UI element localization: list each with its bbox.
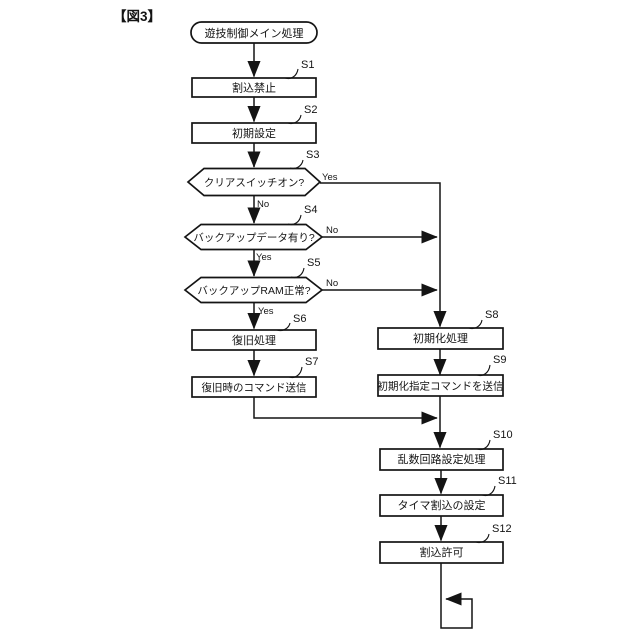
step-s8-tag: S8	[485, 309, 498, 321]
edge-s3-yes-to-s8	[320, 182, 447, 328]
step-s4-tag: S4	[304, 204, 317, 216]
leader-s11	[481, 485, 496, 497]
step-s5-decision	[183, 276, 324, 304]
step-s5-tag: S5	[307, 257, 320, 269]
leader-s9	[476, 364, 491, 377]
branch-s5-yes: Yes	[258, 306, 274, 317]
step-s6-tag: S6	[293, 313, 306, 325]
step-s8-label: 初期化処理	[413, 331, 468, 345]
branch-s3-no: No	[257, 199, 269, 210]
branch-s3-yes: Yes	[322, 172, 338, 183]
step-s6-label: 復旧処理	[232, 334, 276, 347]
leader-s12	[475, 533, 490, 544]
step-s10-box	[379, 448, 504, 471]
step-s9-tag: S9	[493, 354, 506, 366]
step-s3-tag: S3	[306, 149, 319, 161]
step-s12-label: 割込許可	[420, 545, 464, 559]
start-terminal-label: 遊技制御メイン処理	[205, 26, 304, 40]
step-s7-box	[191, 376, 317, 398]
leader-s7	[288, 366, 303, 379]
step-s11-label: タイマ割込の設定	[398, 498, 486, 512]
step-s11-tag: S11	[498, 475, 517, 487]
step-s2-tag: S2	[304, 104, 317, 116]
leader-s2	[287, 114, 302, 125]
step-s12-tag: S12	[492, 523, 512, 535]
step-s10-label: 乱数回路設定処理	[398, 452, 486, 466]
leader-s8	[468, 319, 483, 330]
step-s1-box	[191, 77, 317, 98]
step-s4-decision	[183, 223, 324, 251]
step-s8-box	[377, 327, 504, 350]
branch-s5-no: No	[326, 278, 338, 289]
step-s7-tag: S7	[305, 356, 318, 368]
leader-s10	[476, 439, 491, 451]
branch-s4-no: No	[326, 225, 338, 236]
step-s9-label: 初期化指定コマンドを送信	[378, 380, 504, 393]
leader-s1	[284, 68, 299, 80]
step-s11-box	[379, 494, 504, 517]
step-s9-box	[377, 374, 504, 397]
leader-s4	[287, 214, 302, 226]
step-s1-tag: S1	[301, 59, 314, 71]
step-s1-label: 割込禁止	[232, 81, 276, 95]
step-s4-label: バックアップデータ有り?	[193, 231, 314, 244]
edge-s7-to-join	[253, 397, 438, 425]
leader-s6	[276, 322, 291, 332]
leader-s3	[289, 159, 304, 170]
step-s5-label: バックアップRAM正常?	[197, 284, 310, 297]
branch-s4-yes: Yes	[256, 252, 272, 263]
figure-label: 【図3】	[113, 9, 161, 24]
start-terminal	[190, 21, 318, 44]
edge-s12-loop	[440, 563, 473, 629]
step-s6-box	[191, 329, 317, 351]
step-s3-decision	[186, 167, 322, 197]
step-s3-label: クリアスイッチオン?	[204, 177, 304, 189]
step-s10-tag: S10	[493, 429, 513, 441]
step-s7-label: 復旧時のコマンド送信	[202, 381, 307, 394]
step-s2-box	[191, 122, 317, 144]
step-s2-label: 初期設定	[232, 126, 276, 140]
step-s12-box	[379, 541, 504, 564]
leader-s5	[290, 267, 305, 279]
